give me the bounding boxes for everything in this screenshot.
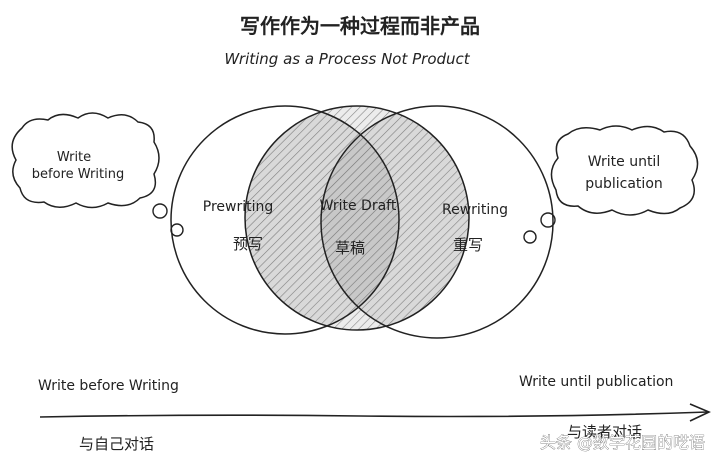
timeline-start-zh: 与自己对话 <box>79 435 154 453</box>
label-rewriting: Rewriting <box>442 202 508 218</box>
cloud-right-line2: publication <box>585 176 663 192</box>
label-prewriting: Prewriting <box>203 199 274 215</box>
timeline-start-label: Write before Writing <box>38 378 179 394</box>
thought-bubble-right-small <box>523 230 537 244</box>
timeline-arrow <box>39 403 711 422</box>
label-rewriting-zh: 重写 <box>453 236 483 254</box>
label-write-draft: Write Draft <box>320 198 397 214</box>
label-prewriting-zh: 预写 <box>233 235 263 253</box>
watermark-text: 头条 @数学花园的呓语 <box>540 433 705 452</box>
label-write-draft-zh: 草稿 <box>335 239 365 257</box>
diagram-title: 写作作为一种过程而非产品 <box>240 14 480 38</box>
cloud-left: Write before Writing <box>11 112 160 209</box>
cloud-right-line1: Write until <box>588 154 660 170</box>
diagram-subtitle: Writing as a Process Not Product <box>224 50 470 68</box>
timeline-end-zh: 与读者对话 <box>567 423 642 441</box>
circle-write-draft <box>244 105 470 331</box>
cloud-right: Write until publication <box>550 125 699 216</box>
thought-bubble-left-small <box>170 223 184 237</box>
thought-bubble-left-large <box>152 203 168 219</box>
cloud-left-line1: Write <box>57 150 91 165</box>
overlap-shading <box>245 106 469 330</box>
circle-prewriting <box>170 105 400 335</box>
circle-rewriting <box>320 105 554 339</box>
cloud-left-line2: before Writing <box>32 167 124 182</box>
timeline-end-label: Write until publication <box>519 374 673 390</box>
thought-bubble-right-large <box>540 212 556 228</box>
